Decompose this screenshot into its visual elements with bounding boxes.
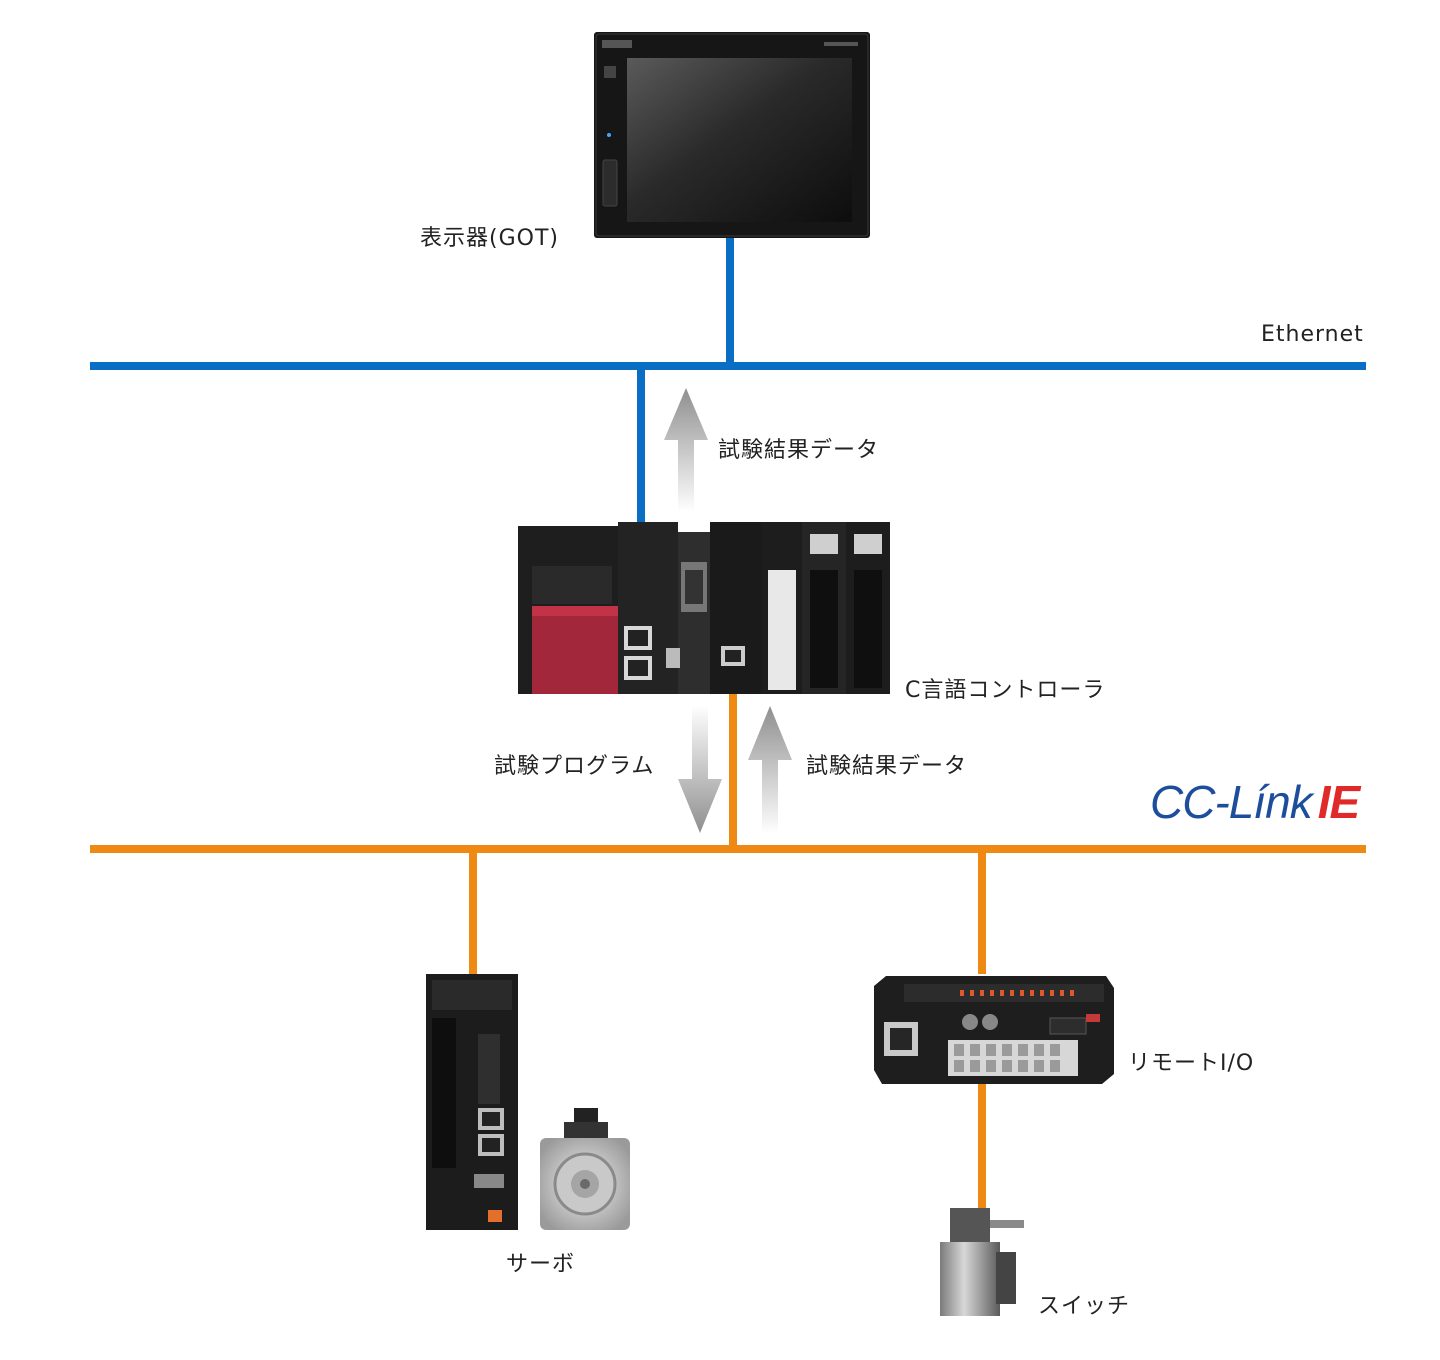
cclink-bus [90,845,1366,853]
controller-icon [518,522,890,694]
switch-remoteio-link [978,1082,986,1212]
servo-label: サーボ [506,1252,576,1277]
test-result-label-upper: 試験結果データ [718,438,880,463]
ethernet-label: Ethernet [1261,322,1364,347]
remote-io-icon [874,976,1114,1084]
test-program-down-arrow-icon [678,705,722,833]
cclink-logo-text: CC-Línk [1150,776,1313,828]
got-label: 表示器(GOT) [420,226,559,251]
controller-cclink-link [729,692,737,850]
test-result-label-lower: 試験結果データ [806,754,968,779]
controller-label: C言語コントローラ [905,678,1106,703]
got-display-icon [594,32,870,238]
remoteio-cclink-link [978,849,986,974]
got-ethernet-link [726,235,734,365]
switch-label: スイッチ [1038,1294,1131,1319]
servo-motor-icon [540,1108,630,1230]
servo-cclink-link [469,849,477,974]
servo-amp-icon [426,974,518,1230]
test-result-up-arrow-icon [664,388,708,512]
test-program-label: 試験プログラム [494,754,655,779]
ethernet-bus [90,362,1366,370]
remote-io-label: リモートI/O [1128,1051,1255,1076]
ie-logo-text: IE [1317,776,1360,828]
test-result-lower-up-arrow-icon [748,706,792,834]
controller-ethernet-link [637,366,645,526]
switch-icon [940,1208,1024,1316]
